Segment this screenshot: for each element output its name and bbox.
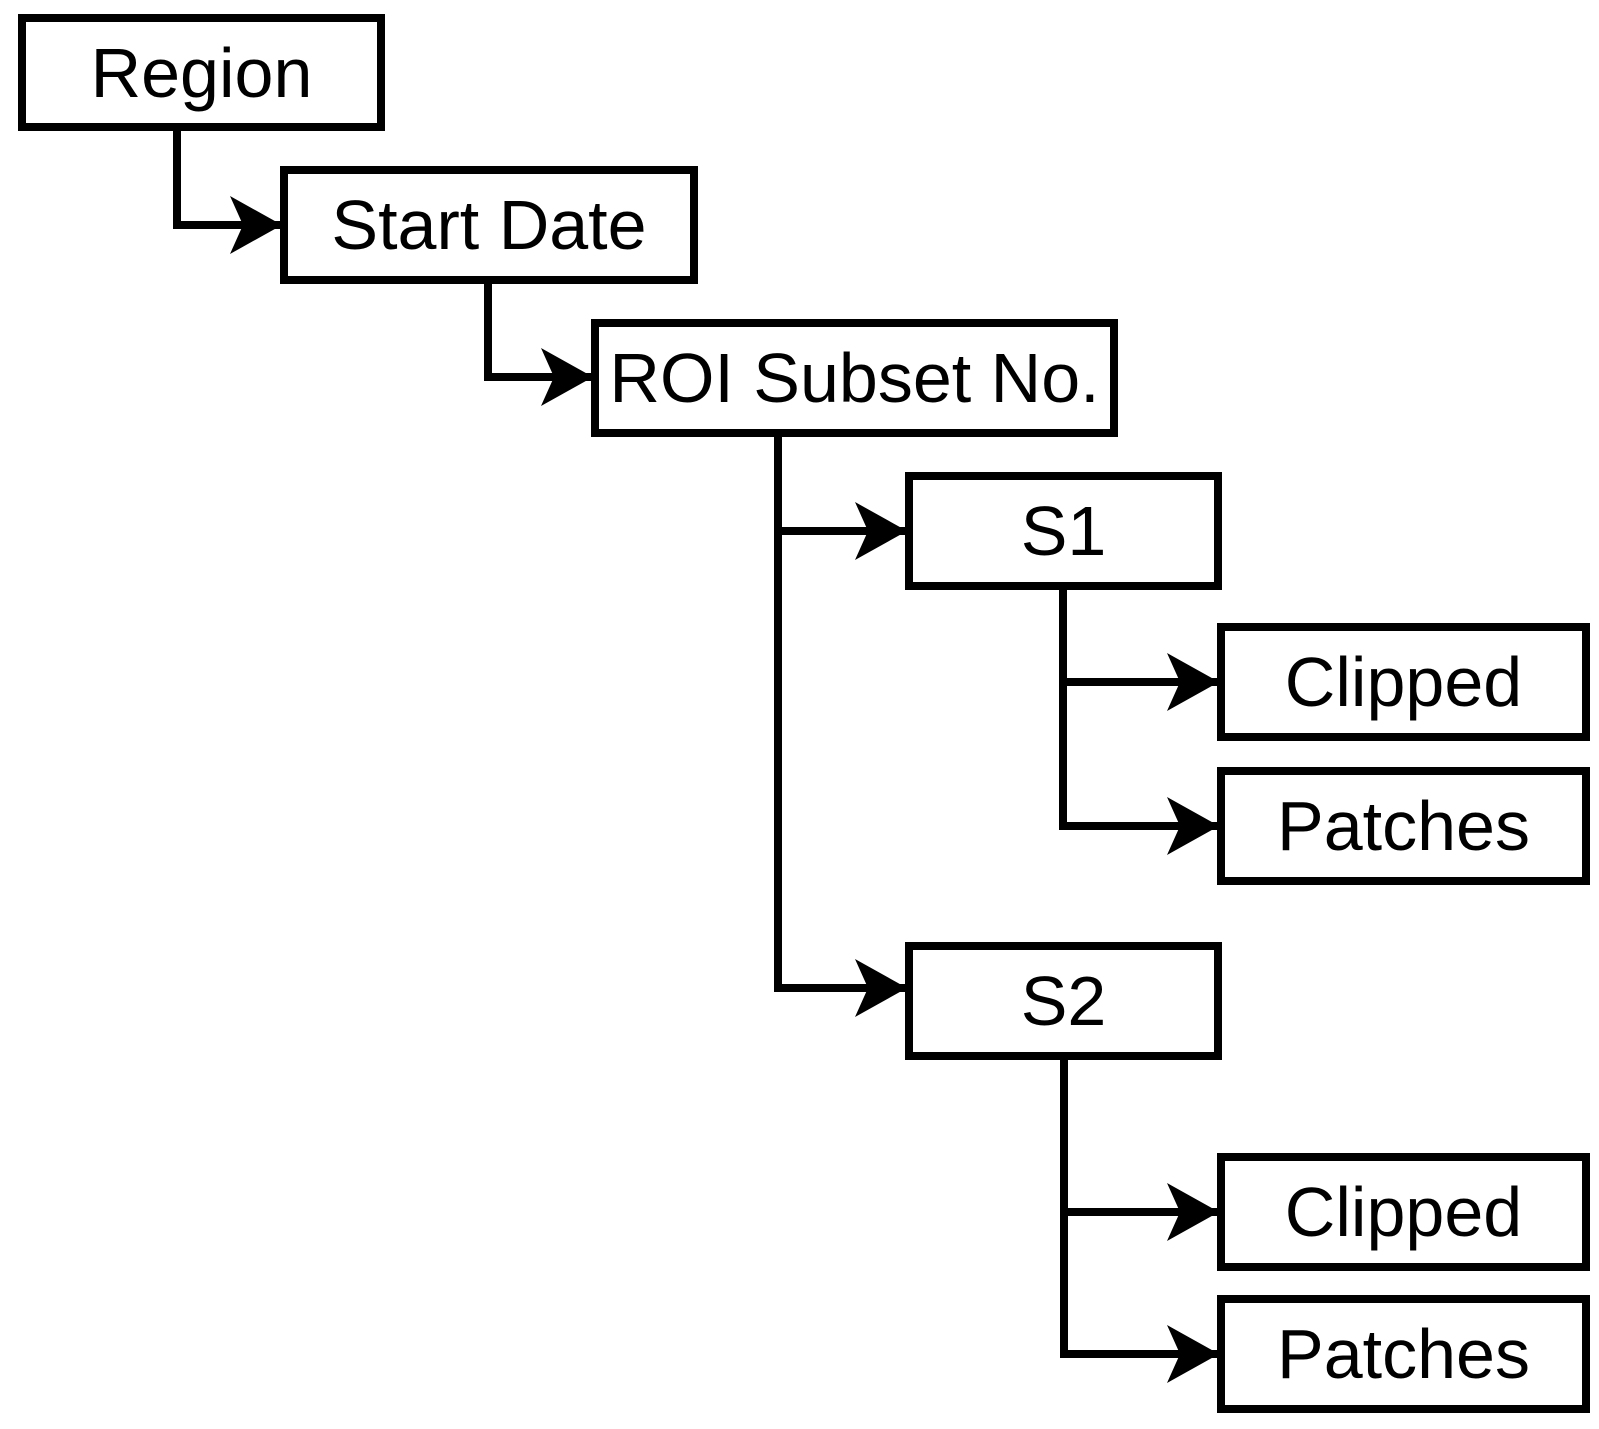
node-region: Region: [18, 14, 385, 131]
node-s1-patches: Patches: [1217, 767, 1590, 885]
node-roi-subset-no: ROI Subset No.: [591, 319, 1118, 437]
edge-s1-clipped: [1059, 590, 1219, 711]
edge-s2-patches: [1060, 1060, 1219, 1383]
edge-s1-patches: [1059, 590, 1219, 855]
edge-roi-s2: [774, 437, 907, 1017]
edge-region-start-date: [173, 131, 282, 254]
edge-start-date-roi: [484, 284, 593, 406]
node-s2-patches: Patches: [1217, 1295, 1590, 1413]
node-s1-clipped: Clipped: [1217, 623, 1590, 741]
edge-roi-s1: [774, 437, 907, 560]
node-s1: S1: [905, 472, 1222, 590]
node-start-date: Start Date: [280, 166, 698, 284]
edge-s2-clipped: [1060, 1060, 1219, 1241]
node-s2: S2: [905, 942, 1222, 1060]
node-s2-clipped: Clipped: [1217, 1153, 1590, 1271]
